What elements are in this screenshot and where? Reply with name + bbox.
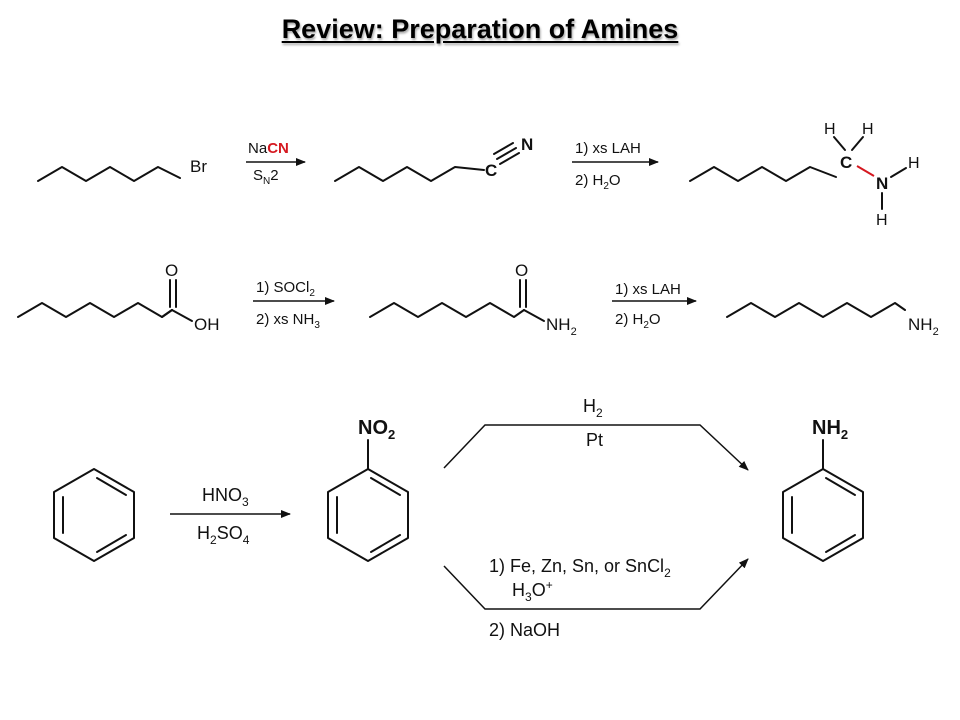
svg-text:2) xs NH3: 2) xs NH3 bbox=[256, 311, 320, 331]
row2-hexylamine: NH2 bbox=[726, 302, 939, 338]
hydrogen-label: H bbox=[908, 155, 920, 172]
svg-text:1) Fe, Zn, Sn, or SnCl2: 1) Fe, Zn, Sn, or SnCl2 bbox=[489, 556, 671, 580]
nitration-reagents: HNO3 H2SO4 bbox=[170, 485, 291, 547]
row1-product-primary-amine: C H H N H H bbox=[689, 121, 920, 229]
sn2-s: S bbox=[253, 167, 263, 184]
hydrogenation-path: H2 Pt bbox=[443, 396, 749, 471]
lah-step-1: 1) xs LAH bbox=[615, 281, 681, 298]
sn2-n: N bbox=[263, 176, 270, 187]
nitro-group-label: NO bbox=[358, 417, 388, 439]
row1-reagent-nacn: NaCN SN2 bbox=[246, 140, 306, 187]
slide-title: Review: Preparation of Amines bbox=[281, 14, 679, 44]
svg-text:SN2: SN2 bbox=[253, 167, 279, 187]
svg-text:2) H2O: 2) H2O bbox=[575, 172, 621, 192]
svg-text:NH2: NH2 bbox=[812, 417, 848, 442]
lah-step-1: 1) xs LAH bbox=[575, 140, 641, 157]
amine-carbon-label: C bbox=[840, 153, 852, 172]
nitrile-nitrogen-label: N bbox=[521, 135, 533, 154]
sn2-2: 2 bbox=[270, 167, 278, 184]
row1-reagent-lah: 1) xs LAH 2) H2O bbox=[572, 140, 659, 192]
bromine-label: Br bbox=[190, 157, 207, 176]
svg-text:1) SOCl2: 1) SOCl2 bbox=[256, 279, 315, 299]
hydrogen-label: H bbox=[862, 121, 874, 138]
benzene-ring bbox=[53, 468, 135, 562]
row2-reagent-socl2-nh3: 1) SOCl2 2) xs NH3 bbox=[253, 279, 335, 331]
sodium-label: Na bbox=[248, 140, 268, 157]
row1-nitrile: C N bbox=[334, 135, 533, 182]
metal-reduction-arrow bbox=[443, 558, 749, 610]
naoh-step: 2) NaOH bbox=[489, 620, 560, 640]
carbonyl-oxygen-label: O bbox=[165, 261, 178, 280]
aniline: NH2 bbox=[782, 417, 864, 562]
svg-text:H2SO4: H2SO4 bbox=[197, 523, 250, 547]
metal-reduction-path: 1) Fe, Zn, Sn, or SnCl2 H3O+ 2) NaOH bbox=[443, 556, 749, 640]
row2-hexanamide: O NH2 bbox=[369, 261, 577, 338]
cyanide-label: CN bbox=[267, 140, 289, 157]
hydrogen-label: H bbox=[824, 121, 836, 138]
amino-group-label: NH bbox=[812, 417, 841, 439]
svg-text:NH2: NH2 bbox=[908, 315, 939, 338]
amine-nitrogen-label: N bbox=[876, 174, 888, 193]
svg-text:HNO3: HNO3 bbox=[202, 485, 249, 509]
carbonyl-oxygen-label: O bbox=[515, 261, 528, 280]
svg-text:2) H2O: 2) H2O bbox=[615, 311, 661, 331]
hydrogenation-arrow bbox=[443, 424, 749, 471]
row2-reagent-lah: 1) xs LAH 2) H2O bbox=[612, 281, 697, 331]
svg-text:NaCN: NaCN bbox=[248, 140, 289, 157]
row1-starting-material-bromopentane: Br bbox=[37, 157, 207, 182]
nitrile-carbon-label: C bbox=[485, 161, 497, 180]
hydrogen-label: H bbox=[876, 212, 888, 229]
row2-hexanoic-acid: O OH bbox=[17, 261, 220, 334]
nitrobenzene: NO2 bbox=[327, 417, 409, 562]
svg-text:NH2: NH2 bbox=[546, 315, 577, 338]
svg-text:NO2: NO2 bbox=[358, 417, 395, 442]
svg-text:H3O+: H3O+ bbox=[512, 578, 553, 604]
amide-nh-label: NH bbox=[546, 315, 571, 334]
hydroxyl-label: OH bbox=[194, 315, 220, 334]
amine-nh-label: NH bbox=[908, 315, 933, 334]
svg-text:H2: H2 bbox=[583, 396, 603, 420]
platinum-label: Pt bbox=[586, 430, 603, 450]
